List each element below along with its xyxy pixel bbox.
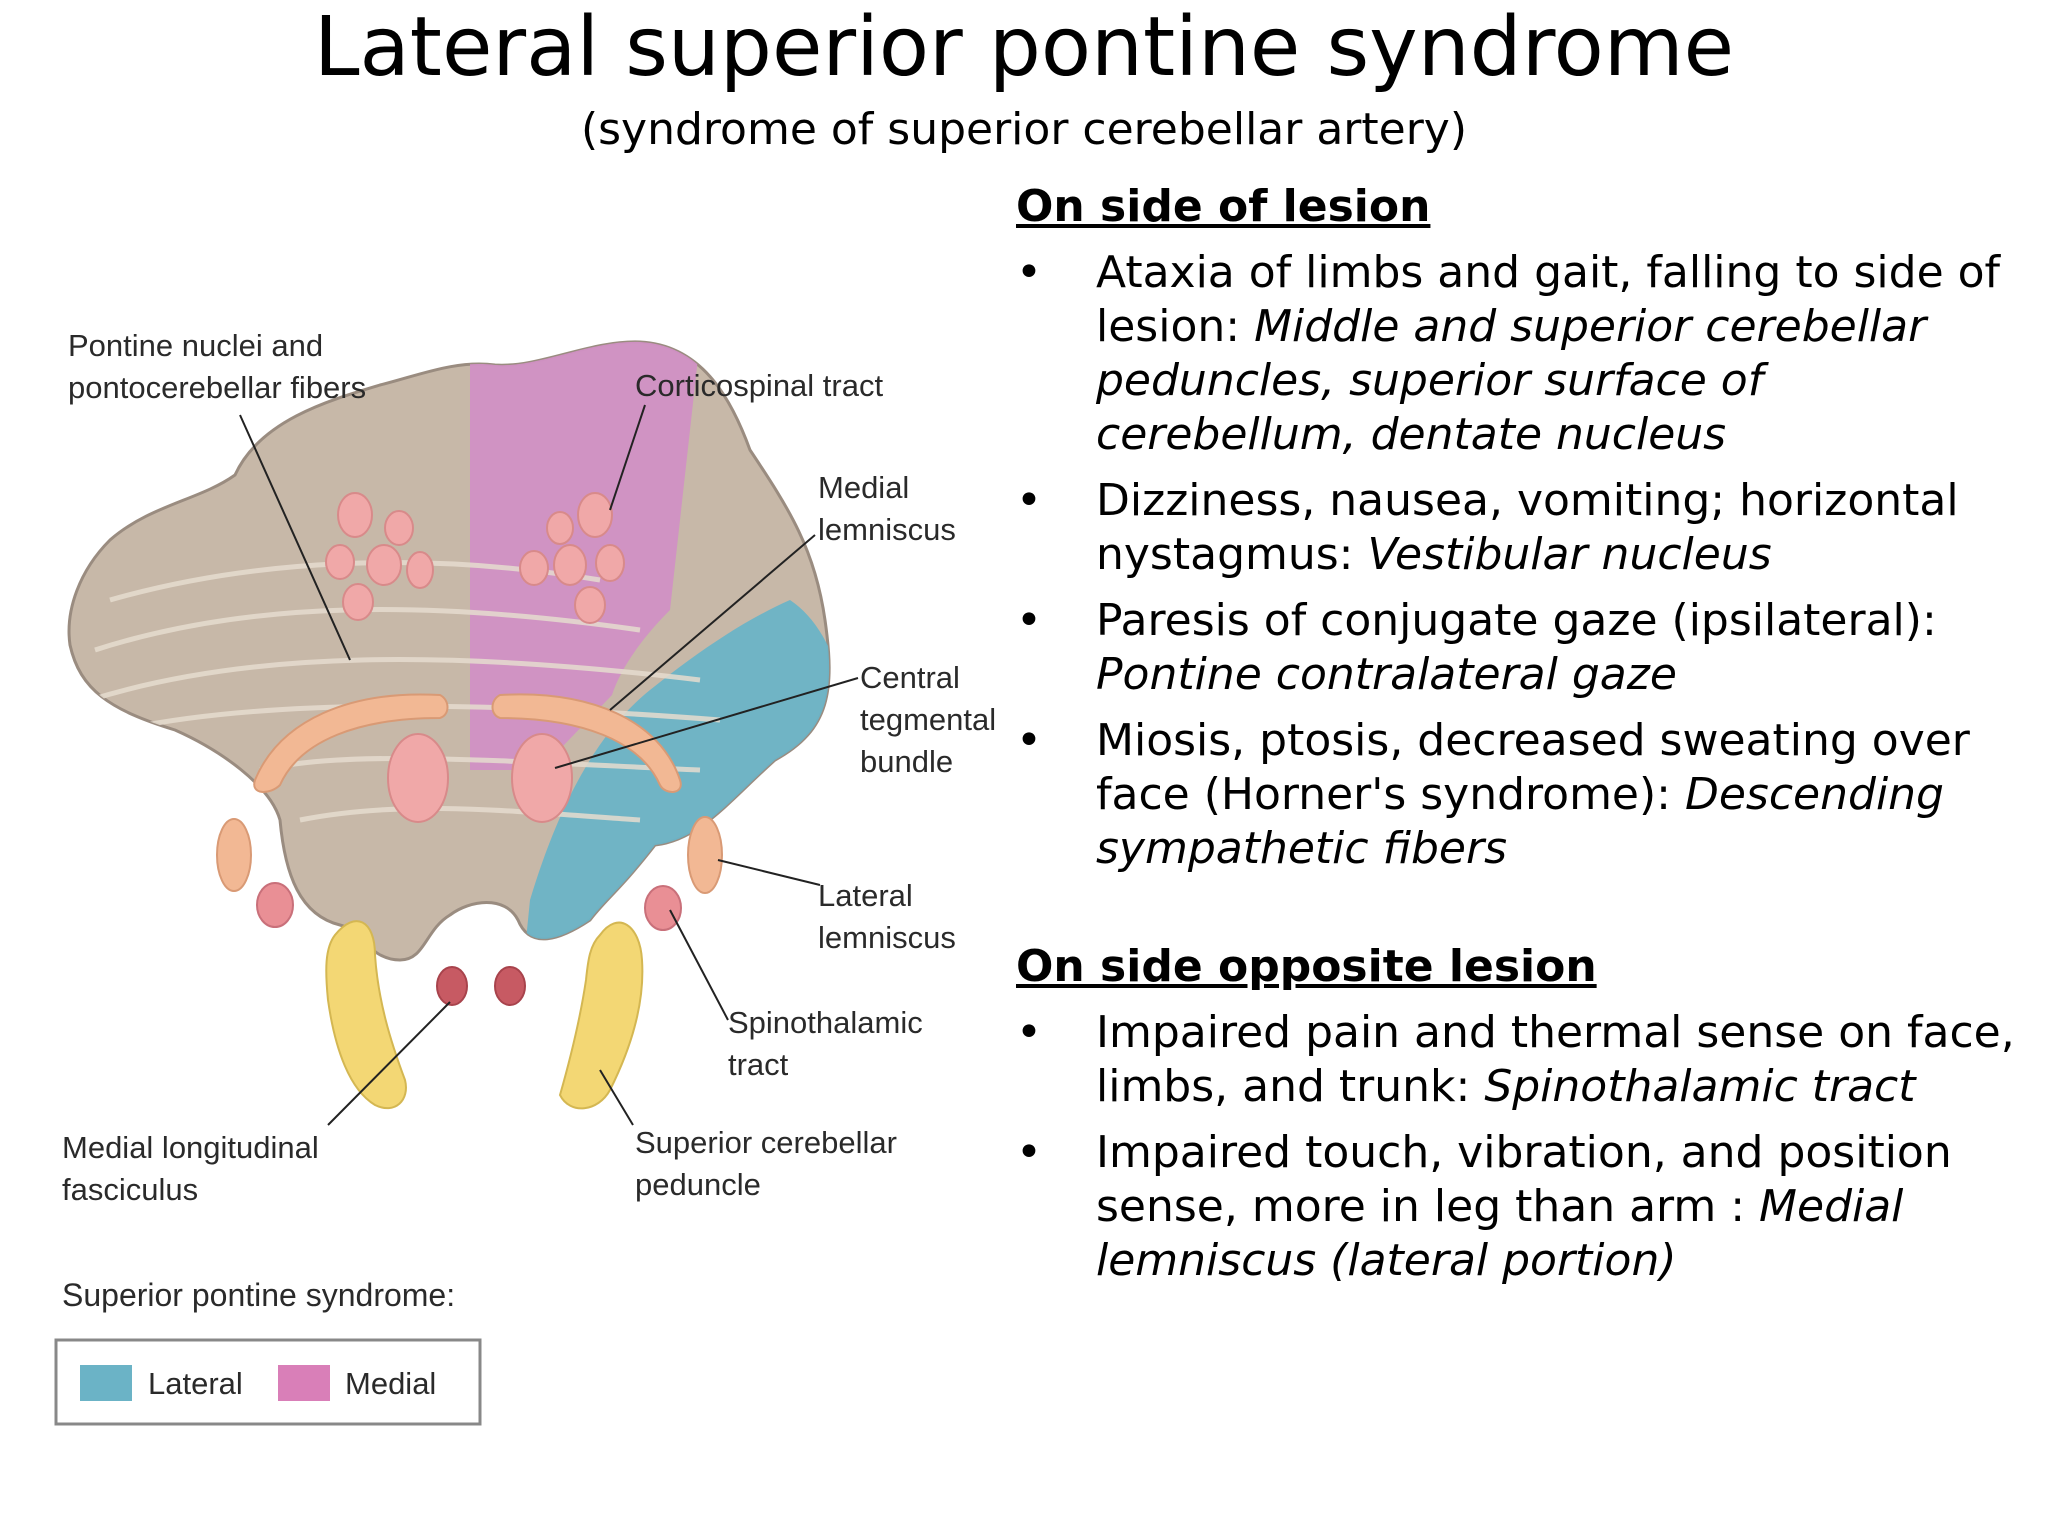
heading-side-opposite-lesion: On side opposite lesion [1016,941,1597,992]
label-central-tegmental-3: bundle [860,744,953,779]
lateral-lemniscus-left [216,818,252,892]
pontine-nuclei-right [519,492,625,624]
lesion-location: Spinothalamic tract [1484,1061,1916,1112]
label-central-tegmental: Central [860,660,960,695]
lesion-location: Medial lemniscus (lateral portion) [1096,1181,1904,1286]
label-medial-lemniscus-2: lemniscus [818,512,956,547]
legend-box: Lateral Medial [54,1338,482,1426]
label-lateral-lemniscus-2: lemniscus [818,920,956,955]
medial-lemniscus-left [253,693,449,793]
ipsilateral-findings-list: •Ataxia of limbs and gait, falling to si… [1016,246,2036,876]
mlf-right [494,966,526,1006]
label-spinothalamic-tract: Spinothalamic [728,1005,923,1040]
label-spinothalamic-tract-2: tract [728,1047,789,1082]
label-pontine-nuclei: Pontine nuclei and [68,328,323,363]
heading-side-of-lesion: On side of lesion [1016,181,1431,232]
scp-left [325,920,407,1110]
list-item: •Dizziness, nausea, vomiting; horizontal… [1016,475,1959,580]
label-scp-2: peduncle [635,1167,761,1202]
list-item: •Impaired touch, vibration, and position… [1016,1127,1952,1286]
central-tegmental-right [511,733,573,823]
slide-subtitle: (syndrome of superior cerebellar artery) [580,104,1468,155]
slide-title: Lateral superior pontine syndrome [313,0,1735,95]
label-central-tegmental-2: tegmental [860,702,996,737]
lesion-location: Descending sympathetic fibers [1096,769,1944,874]
legend-swatch-medial [278,1365,330,1401]
bullet-icon: • [1016,1127,1042,1178]
legend-label-lateral: Lateral [148,1366,243,1401]
label-medial-lemniscus: Medial [818,470,909,505]
lesion-location: Pontine contralateral gaze [1096,649,1677,700]
lesion-location: Vestibular nucleus [1367,529,1772,580]
bullet-icon: • [1016,595,1042,646]
legend-label-medial: Medial [345,1366,436,1401]
list-item: •Paresis of conjugate gaze (ipsilateral)… [1016,595,1937,700]
pons-cross-section-diagram: Pontine nuclei and pontocerebellar fiber… [0,300,1020,1430]
bullet-icon: • [1016,1007,1042,1058]
label-mlf-2: fasciculus [62,1172,198,1207]
bullet-icon: • [1016,715,1042,766]
label-pontine-nuclei-2: pontocerebellar fibers [68,370,366,405]
central-tegmental-left [387,733,449,823]
spinothalamic-right [644,885,682,931]
label-scp: Superior cerebellar [635,1125,897,1160]
contralateral-findings-list: •Impaired pain and thermal sense on face… [1016,1006,2036,1288]
scp-right [558,921,644,1110]
legend-title: Superior pontine syndrome: [62,1277,455,1313]
label-mlf: Medial longitudinal [62,1130,319,1165]
pontine-nuclei-left [325,492,434,621]
bullet-icon: • [1016,475,1042,526]
medial-lemniscus-right [491,693,682,793]
lateral-lemniscus-right [687,816,723,894]
label-lateral-lemniscus: Lateral [818,878,913,913]
syndrome-text-column: On side of lesion •Ataxia of limbs and g… [1016,180,2036,1300]
lesion-location: Middle and superior cerebellar peduncles… [1096,301,1927,460]
list-item: •Ataxia of limbs and gait, falling to si… [1016,247,2001,460]
list-item: •Impaired pain and thermal sense on face… [1016,1007,2015,1112]
mlf-left [436,966,468,1006]
spinothalamic-left [256,882,294,928]
label-corticospinal-tract: Corticospinal tract [635,368,883,403]
list-item: •Miosis, ptosis, decreased sweating over… [1016,715,1970,874]
bullet-icon: • [1016,247,1042,298]
legend-swatch-lateral [80,1365,132,1401]
